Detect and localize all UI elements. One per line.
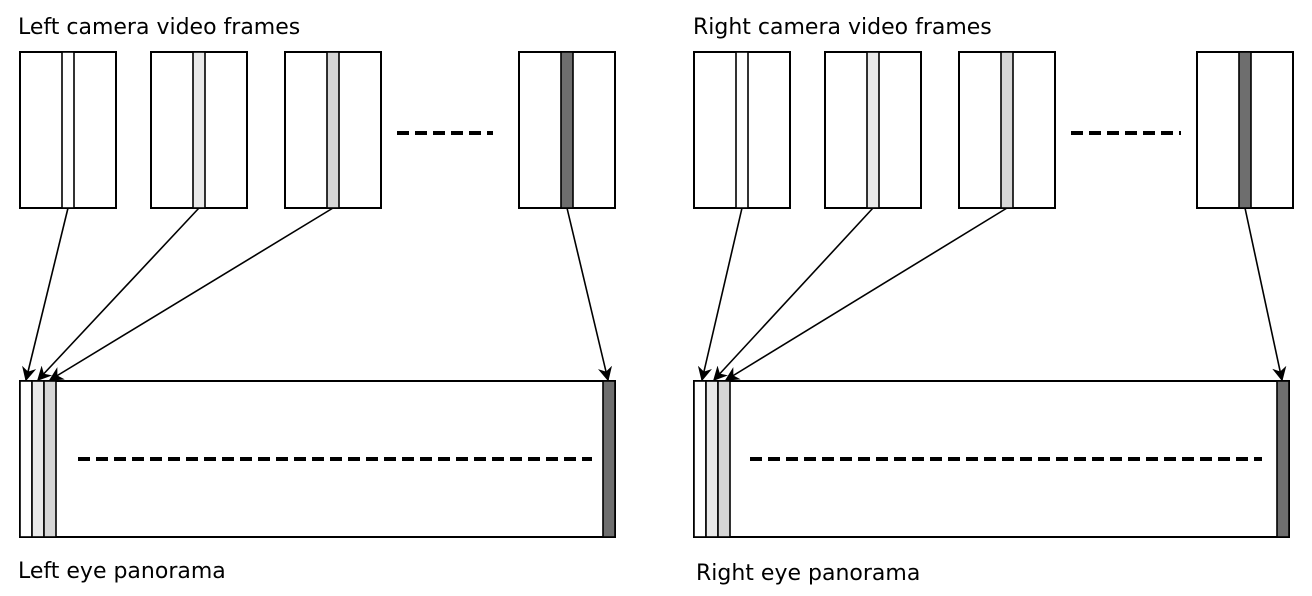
left-arrow-1 <box>22 207 69 382</box>
right-arrow-last <box>1244 207 1287 382</box>
right-arrow-1 <box>697 207 743 382</box>
left-pano-strip-3 <box>43 380 57 538</box>
left-frame-last-strip <box>560 51 574 209</box>
right-camera-panel: Right camera video frames <box>693 15 1294 586</box>
right-frame-3-strip <box>1000 51 1014 209</box>
left-panorama-label: Left eye panorama <box>18 559 226 584</box>
right-panorama-label: Right eye panorama <box>696 561 920 586</box>
left-frame-last <box>518 51 616 209</box>
left-frame-3 <box>284 51 382 209</box>
right-panorama <box>693 380 1290 538</box>
left-frame-1 <box>19 51 117 209</box>
left-arrow-3 <box>48 207 334 381</box>
right-frame-2-strip <box>866 51 880 209</box>
left-arrow-last <box>566 207 612 382</box>
left-frames-title: Left camera video frames <box>18 15 300 40</box>
left-pano-strip-last <box>602 380 616 538</box>
left-panorama <box>19 380 616 538</box>
right-pano-strip-last <box>1276 380 1290 538</box>
left-camera-panel: Left camera video frames <box>18 15 616 584</box>
left-frame-2 <box>150 51 248 209</box>
right-frame-2 <box>824 51 922 209</box>
right-frames-title: Right camera video frames <box>693 15 992 40</box>
right-pano-strip-1 <box>693 380 707 538</box>
left-pano-strip-2 <box>31 380 45 538</box>
right-mapping-arrows <box>697 207 1287 382</box>
left-arrow-2 <box>37 207 200 382</box>
left-frame-2-strip <box>192 51 206 209</box>
left-mapping-arrows <box>22 207 612 382</box>
left-pano-strip-1 <box>19 380 33 538</box>
right-frame-1-strip <box>735 51 749 209</box>
left-frame-3-strip <box>326 51 340 209</box>
right-arrow-2 <box>713 207 874 382</box>
right-frame-last <box>1196 51 1294 209</box>
right-frame-3 <box>958 51 1056 209</box>
left-frame-1-strip <box>61 51 75 209</box>
right-pano-strip-2 <box>705 380 719 538</box>
right-frame-last-strip <box>1238 51 1252 209</box>
right-frame-1 <box>693 51 791 209</box>
right-arrow-3 <box>724 207 1008 381</box>
right-pano-strip-3 <box>717 380 731 538</box>
